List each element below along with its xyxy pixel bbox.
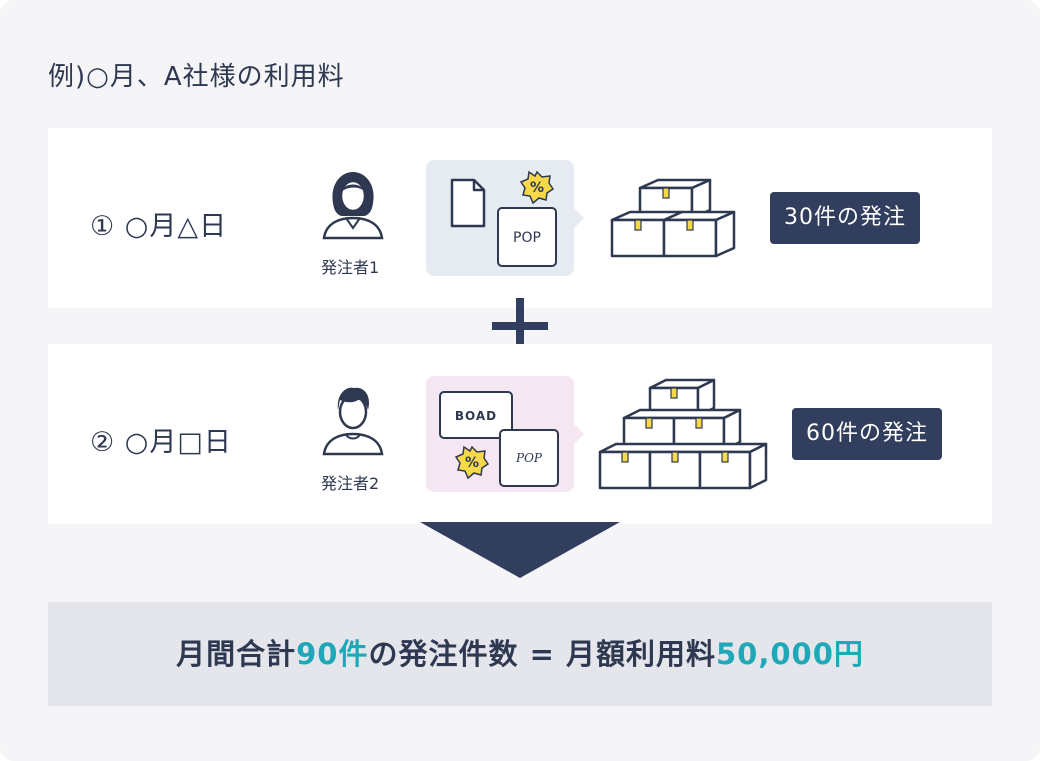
orderer-label-2: 発注者2: [321, 474, 380, 493]
plus-icon: [492, 298, 548, 354]
order-row-1: ① ○月△日 発注者1 % POP: [48, 128, 992, 308]
pop-card-icon: POP: [499, 429, 559, 487]
percent-badge-icon: %: [519, 170, 555, 205]
board-card-icon: BOAD: [439, 391, 513, 439]
svg-text:POP: POP: [513, 230, 541, 246]
orderer-label-1: 発注者1: [321, 258, 380, 277]
svg-text:%: %: [465, 455, 479, 471]
svg-text:POP: POP: [515, 451, 543, 465]
pop-card-icon: POP: [497, 207, 557, 267]
summary-total-count: 90件: [296, 637, 369, 671]
svg-text:%: %: [530, 180, 544, 196]
order-row-2: ② ○月□日 発注者2 BOAD POP %: [48, 344, 992, 524]
summary-prefix: 月間合計: [176, 637, 297, 671]
female-person-icon: [322, 172, 384, 240]
monthly-summary-bar: 月間合計90件の発注件数 = 月額利用料50,000円: [48, 602, 992, 706]
diagram-title: 例)○月、A社様の利用料: [48, 62, 345, 92]
boxes-small-stack-icon: [610, 178, 736, 258]
order-date-2: ② ○月□日: [90, 427, 232, 458]
order-count-badge-1: 30件の発注: [770, 192, 920, 244]
summary-middle: の発注件数 = 月額利用料: [368, 637, 716, 671]
percent-badge-icon: %: [454, 445, 490, 480]
male-person-icon: [322, 387, 384, 456]
down-arrow-icon: [420, 522, 620, 578]
order-items-bubble-2: BOAD POP %: [426, 376, 584, 492]
summary-monthly-fee: 50,000円: [715, 637, 864, 671]
order-count-badge-2: 60件の発注: [792, 408, 942, 460]
document-icon: [450, 178, 486, 228]
order-items-bubble-1: % POP: [426, 160, 584, 276]
order-date-1: ① ○月△日: [90, 211, 228, 242]
boxes-large-stack-icon: [598, 378, 768, 490]
svg-text:BOAD: BOAD: [455, 409, 497, 423]
